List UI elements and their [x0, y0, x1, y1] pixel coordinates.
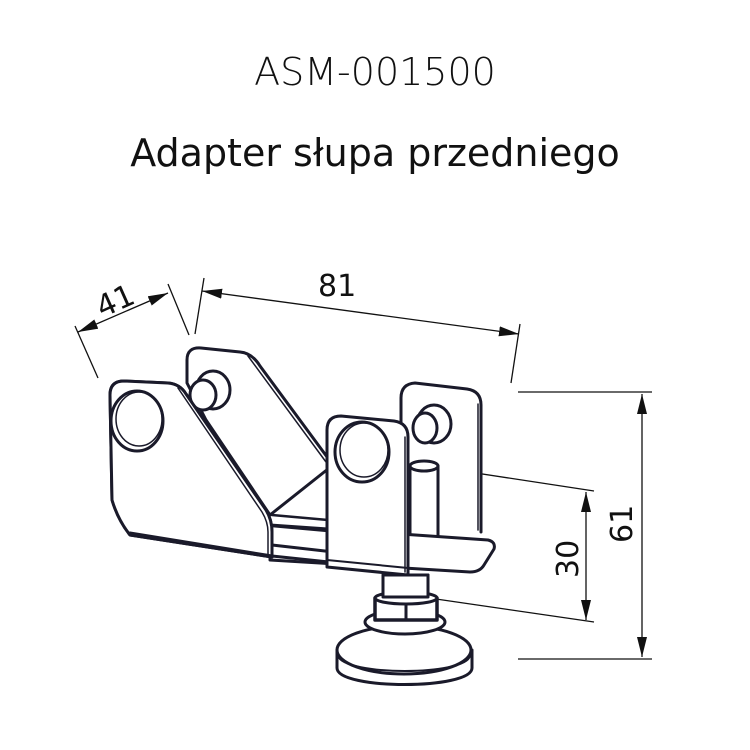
dimension-line: [77, 292, 169, 333]
dimension-label-41: 41: [91, 278, 140, 326]
bolt-back-left: [188, 369, 232, 412]
dimension-61: [518, 391, 652, 660]
extension-line: [435, 598, 595, 623]
dimension-label-81: 81: [318, 269, 356, 304]
bolt-front-right: [333, 420, 391, 484]
dimension-81: [194, 277, 521, 384]
extension-line: [167, 283, 190, 336]
leveling-foot: [335, 573, 474, 686]
extension-line: [74, 325, 99, 379]
dimension-line: [201, 288, 520, 337]
extension-line: [194, 277, 205, 335]
bolt-front-left: [109, 389, 165, 453]
dimension-label-61: 61: [605, 505, 640, 543]
part-number: ASM-001500: [254, 50, 496, 94]
part-name: Adapter słupa przedniego: [130, 131, 620, 175]
adapter-part: [108, 346, 496, 686]
bolt-back-right: [411, 403, 453, 445]
dimension-label-30: 30: [551, 540, 586, 578]
dimension-41: [74, 283, 190, 379]
spindle: [408, 459, 440, 552]
